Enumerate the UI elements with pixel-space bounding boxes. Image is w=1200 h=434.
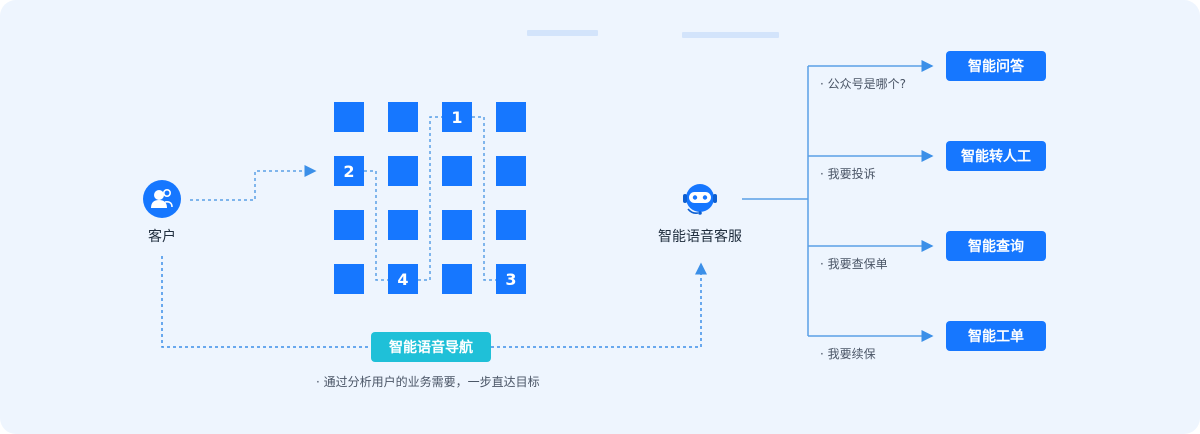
voice-navigation-badge: 智能语音导航 [371,332,491,362]
branch-query: · 公众号是哪个? [820,77,906,91]
customer-icon [143,180,181,218]
connector-customer-to-grid [190,165,317,201]
grid-cell [442,156,472,186]
decorative-bar [527,30,598,36]
grid-cell [496,156,526,186]
grid-cell [496,210,526,240]
grid-cell [388,156,418,186]
smart-transfer-button[interactable]: 智能转人工 [946,141,1046,171]
branch-query: · 我要查保单 [820,257,888,271]
connector-grid-path [472,116,496,281]
grid-cell-3: 3 [496,264,526,294]
decorative-bar [682,32,779,38]
smart-query-button[interactable]: 智能查询 [946,231,1046,261]
voice-service-label: 智能语音客服 [658,229,742,245]
grid-cell [442,264,472,294]
grid-cell-4: 4 [388,264,418,294]
grid-cell [334,210,364,240]
smart-qa-button[interactable]: 智能问答 [946,51,1046,81]
grid-cell [334,102,364,132]
connector-grid-path [364,170,388,281]
voice-navigation-note: · 通过分析用户的业务需要，一步直达目标 [316,375,540,389]
grid-cell-1: 1 [442,102,472,132]
grid-cell [496,102,526,132]
grid-cell [334,264,364,294]
customer-label: 客户 [148,229,176,245]
smart-ticket-button[interactable]: 智能工单 [946,321,1046,351]
branch-query: · 我要续保 [820,347,876,361]
grid-cell [442,210,472,240]
robot-icon [680,180,720,218]
connector-grid-path [418,116,442,281]
branch-query: · 我要投诉 [820,167,876,181]
grid-cell-2: 2 [334,156,364,186]
grid-cell [388,102,418,132]
grid-cell [388,210,418,240]
